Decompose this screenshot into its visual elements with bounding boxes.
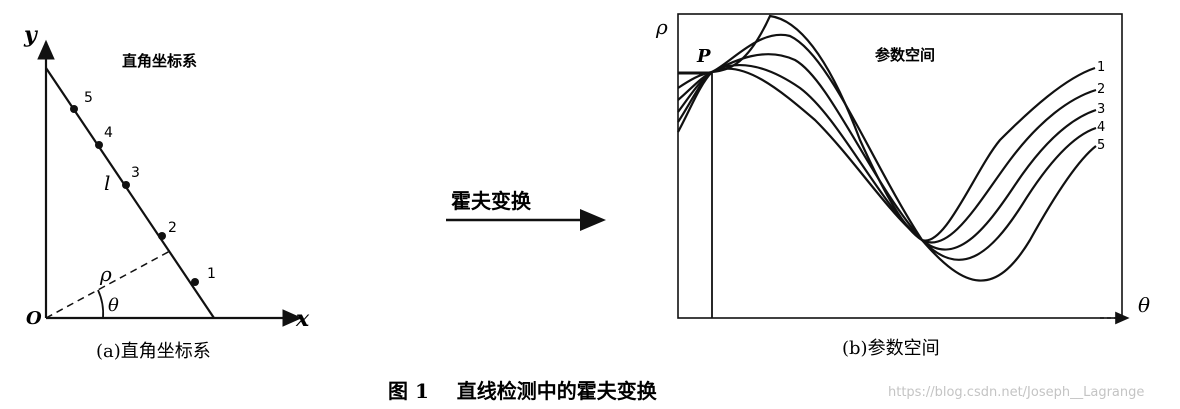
point-1 (191, 278, 199, 286)
curve-5 (677, 67, 1097, 282)
curve-label-1: 1 (1097, 60, 1105, 75)
rho-label: ρ (99, 262, 112, 286)
parameter-panel: ρ θ 参数空间 P 1 2 3 4 5 (b)参数空间 (655, 13, 1150, 359)
curve-3 (677, 53, 1097, 251)
parameter-frame (677, 13, 1123, 319)
curve-label-4: 4 (1097, 120, 1105, 135)
theta-arc (97, 289, 105, 319)
cartesian-caption: (a)直角坐标系 (96, 341, 211, 362)
point-label-2: 2 (168, 220, 177, 236)
point-2 (158, 232, 166, 240)
intersection-label: P (696, 46, 711, 67)
figure-caption: 图 1 直线检测中的霍夫变换 (388, 379, 658, 403)
sinusoid-curves (677, 14, 1097, 282)
point-label-3: 3 (131, 165, 140, 181)
rho-axis-label: ρ (655, 15, 668, 39)
curve-label-2: 2 (1097, 82, 1105, 97)
point-5 (70, 105, 78, 113)
cartesian-panel: y x O 直角坐标系 l 5 4 3 2 1 ρ θ (a)直角坐标系 (23, 22, 310, 362)
theta-axis-label: θ (1138, 293, 1150, 317)
line-l (45, 67, 215, 319)
point-4 (95, 141, 103, 149)
point-3 (122, 181, 130, 189)
origin-label: O (26, 308, 42, 329)
line-l-label: l (104, 171, 110, 195)
point-label-5: 5 (84, 90, 93, 106)
arrow-label: 霍夫变换 (451, 189, 532, 213)
parameter-title: 参数空间 (875, 46, 935, 64)
point-label-4: 4 (104, 125, 113, 141)
parameter-caption: (b)参数空间 (842, 338, 940, 359)
point-label-1: 1 (207, 266, 216, 282)
curve-label-3: 3 (1097, 102, 1105, 117)
watermark: https://blog.csdn.net/Joseph__Lagrange (888, 385, 1144, 400)
curve-4 (677, 64, 1097, 261)
point-labels: 5 4 3 2 1 (84, 90, 216, 282)
arrow-head (580, 209, 606, 231)
x-axis-label: x (295, 306, 310, 332)
theta-label: θ (108, 295, 119, 316)
hough-transform-arrow: 霍夫变换 (446, 189, 606, 231)
y-axis-label: y (23, 22, 39, 48)
curve-labels: 1 2 3 4 5 (1097, 60, 1105, 153)
cartesian-title: 直角坐标系 (122, 52, 197, 70)
line-points (70, 105, 199, 286)
curve-label-5: 5 (1097, 138, 1105, 153)
